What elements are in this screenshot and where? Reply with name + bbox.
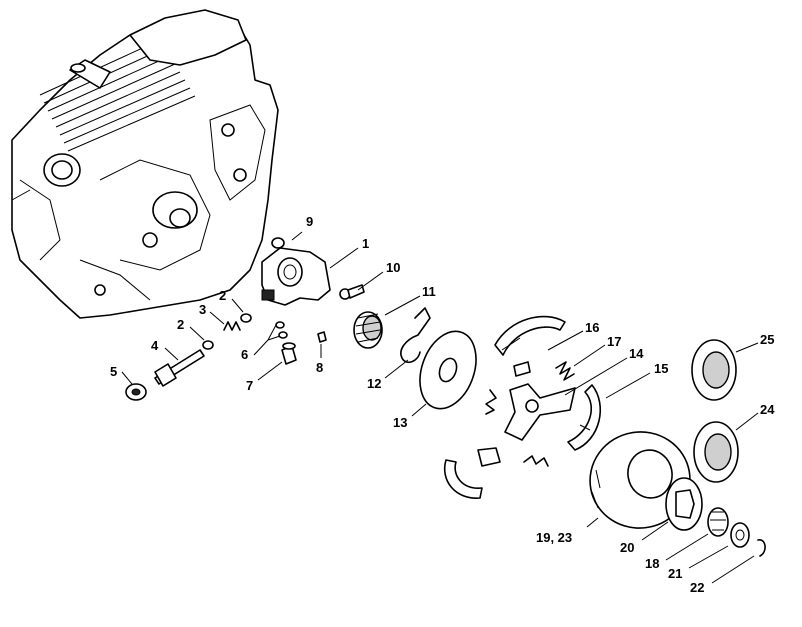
- label-9: 9: [306, 214, 313, 229]
- label-17: 17: [607, 334, 621, 349]
- rim-sprocket-25: [691, 339, 737, 401]
- washer-21: [730, 522, 750, 548]
- label-3: 3: [199, 302, 206, 317]
- label-5: 5: [110, 364, 117, 379]
- label-14: 14: [629, 346, 644, 361]
- label-22: 22: [690, 580, 704, 595]
- washer-2b: [202, 340, 214, 350]
- label-12: 12: [367, 376, 381, 391]
- label-11: 11: [422, 284, 436, 299]
- pump-piston-4: [154, 349, 205, 387]
- label-21: 21: [668, 566, 682, 581]
- screw-7: [281, 342, 297, 365]
- nut-9: [271, 237, 285, 249]
- clutch-shoe-15: [567, 384, 601, 451]
- o-rings-6: [275, 321, 288, 339]
- clutch-shoe-top: [494, 315, 566, 356]
- clutch-carrier-14: [504, 383, 576, 441]
- clutch-drum: [589, 431, 691, 529]
- spring-lower: [523, 455, 549, 467]
- label-19-23: 19, 23: [536, 530, 572, 545]
- screw-10: [339, 284, 365, 300]
- leader-lines: [121, 231, 759, 584]
- label-8: 8: [316, 360, 323, 375]
- thrust-washer-13: [419, 330, 477, 410]
- spring-small-left: [485, 389, 497, 415]
- e-clip-22: [757, 539, 766, 557]
- spring-3: [223, 321, 241, 331]
- label-10: 10: [386, 260, 400, 275]
- label-6: 6: [241, 347, 248, 362]
- label-1: 1: [362, 236, 369, 251]
- pin-8: [317, 331, 327, 343]
- oil-pump-housing: [261, 247, 331, 306]
- label-15: 15: [654, 361, 668, 376]
- label-13: 13: [393, 415, 407, 430]
- label-24: 24: [760, 402, 775, 417]
- spring-17: [555, 361, 575, 381]
- label-25: 25: [760, 332, 774, 347]
- rim-sprocket-24: [693, 421, 739, 483]
- worm-11: [353, 311, 383, 349]
- part-labels: 9 1 10 11 12 13 16 17 14 15 25 24 19, 23…: [110, 214, 775, 595]
- label-20: 20: [620, 540, 634, 555]
- clutch-shoe-bottom: [443, 361, 531, 499]
- sprocket-20: [665, 477, 703, 531]
- spring-wire-12: [400, 307, 431, 364]
- plug-5: [125, 383, 147, 401]
- engine-block: [11, 9, 279, 319]
- label-2-upper: 2: [219, 288, 226, 303]
- label-4: 4: [151, 338, 159, 353]
- label-2-lower: 2: [177, 317, 184, 332]
- label-18: 18: [645, 556, 659, 571]
- needle-bearing-18: [707, 507, 729, 537]
- washer-2a: [240, 313, 252, 323]
- label-16: 16: [585, 320, 599, 335]
- label-7: 7: [246, 378, 253, 393]
